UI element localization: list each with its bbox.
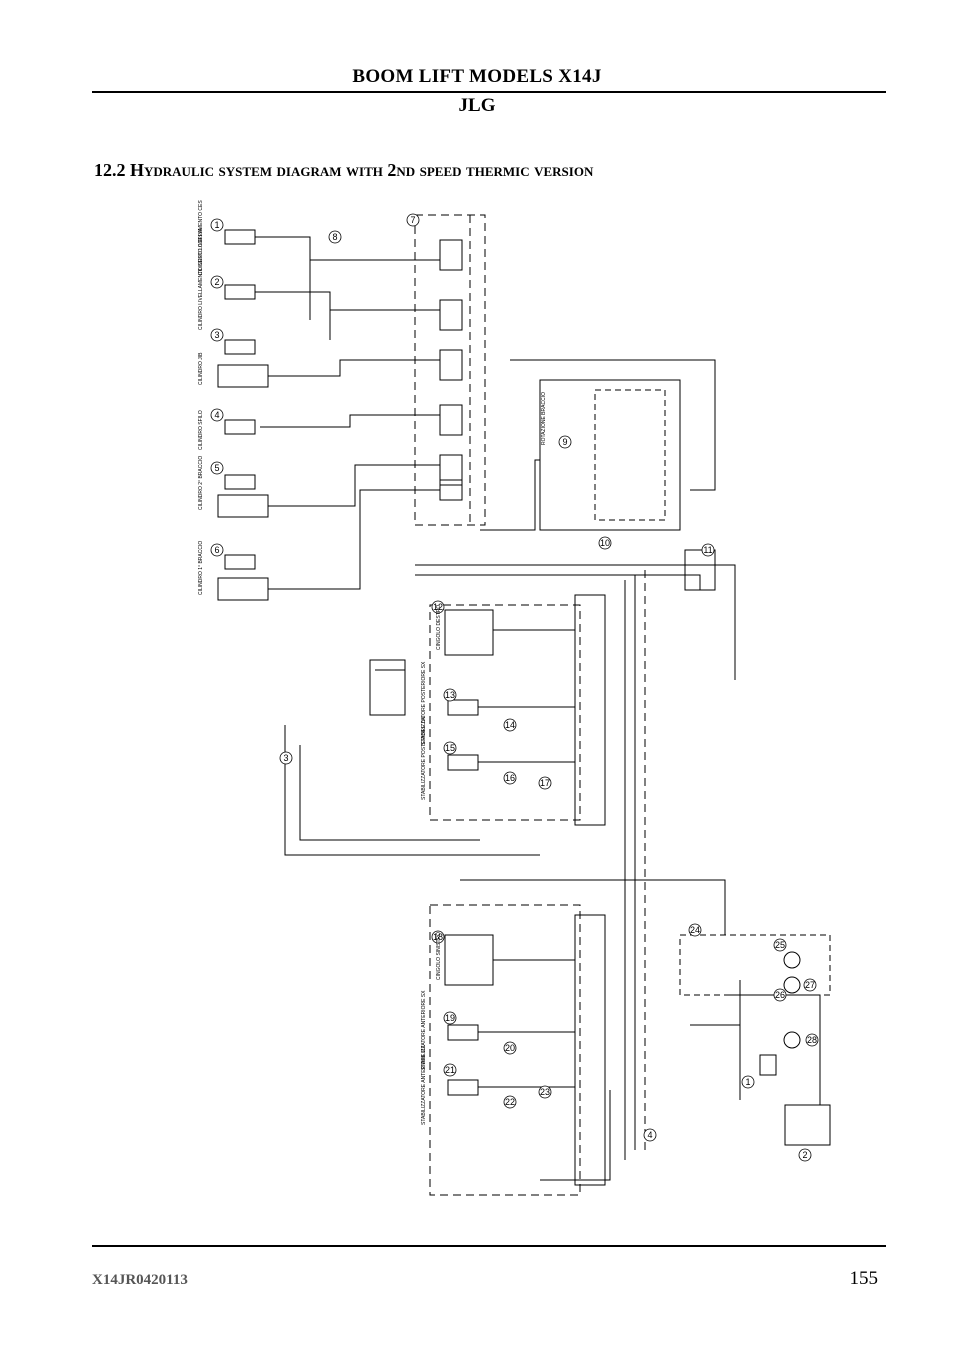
callout-number: 3	[214, 330, 219, 340]
diagram-label: CILINDRO JIB	[198, 352, 204, 385]
callout-number: 3	[283, 753, 288, 763]
callout-number: 14	[505, 720, 515, 730]
page-number: 155	[849, 1268, 879, 1289]
callout-number: 6	[214, 545, 219, 555]
callout-number: 4	[647, 1130, 652, 1140]
diagram-label: CILINDRO SFILO	[198, 410, 204, 450]
document-header-title: BOOM LIFT MODELS X14J	[352, 66, 602, 87]
document-header-brand: JLG	[458, 95, 496, 116]
callout-number: 5	[214, 463, 219, 473]
callout-number: 24	[690, 925, 700, 935]
callout-number: 4	[214, 410, 219, 420]
callout-number: 11	[703, 545, 712, 555]
callout-number: 2	[214, 277, 219, 287]
diagram-label: CILINDRO 1° BRACCIO	[198, 541, 204, 595]
diagram-label: STABILIZZATORE POSTERIORE SX	[421, 661, 427, 745]
callout-number: 1	[214, 220, 219, 230]
document-code: X14JR0420113	[92, 1272, 188, 1288]
cylinder-actuators	[217, 229, 275, 601]
callout-number: 17	[540, 778, 550, 788]
header-divider	[92, 91, 886, 93]
diagram-label: STABILIZZATORE ANTERIORE DX	[421, 1045, 427, 1125]
callout-number: 8	[332, 232, 337, 242]
callout-number: 12	[433, 602, 443, 612]
callout-number: 19	[445, 1013, 455, 1023]
callout-number: 7	[410, 215, 415, 225]
diagram-label: CILINDRO LIVELLAMENTO CESTO COPPIA	[198, 228, 204, 330]
callout-number: 22	[505, 1097, 515, 1107]
diagram-label: CINGOLO SINISTRO	[436, 932, 442, 980]
diagram-label: ROTAZIONE BRACCIO	[541, 392, 547, 445]
hydraulic-system-diagram: CILINDRO LIVELLAMENTO CESTO SEMINATO CIL…	[198, 200, 831, 1196]
diagram-label: STABILIZZATORE ANTERIORE SX	[421, 990, 427, 1070]
callout-number: 16	[505, 773, 515, 783]
callout-number: 25	[775, 940, 785, 950]
callout-number: 9	[562, 437, 567, 447]
top-valve-sections	[439, 239, 463, 501]
callout-number: 18	[433, 932, 443, 942]
section-heading: 12.2 Hydraulic system diagram with 2nd s…	[94, 160, 594, 180]
callout-number: 10	[600, 538, 610, 548]
diagram-label: CILINDRO LIVELLAMENTO CESTO SEMINATO	[198, 200, 204, 275]
callout-markers	[210, 213, 819, 1162]
callout-number: 26	[775, 990, 785, 1000]
callout-number: 20	[505, 1043, 515, 1053]
callout-number: 13	[445, 690, 455, 700]
callout-number: 1	[745, 1077, 750, 1087]
diagram-label: CINGOLO DESTRO	[436, 605, 442, 650]
callout-number: 28	[807, 1035, 817, 1045]
callout-number: 21	[445, 1065, 455, 1075]
diagram-label: CILINDRO 2° BRACCIO	[198, 456, 204, 510]
diagram-label: STABILIZZATORE POSTERIORE DX	[421, 716, 427, 800]
callout-number: 27	[805, 980, 815, 990]
callout-number: 15	[445, 743, 455, 753]
callout-number: 2	[802, 1150, 807, 1160]
callout-number: 23	[540, 1087, 550, 1097]
footer-divider	[92, 1245, 886, 1247]
